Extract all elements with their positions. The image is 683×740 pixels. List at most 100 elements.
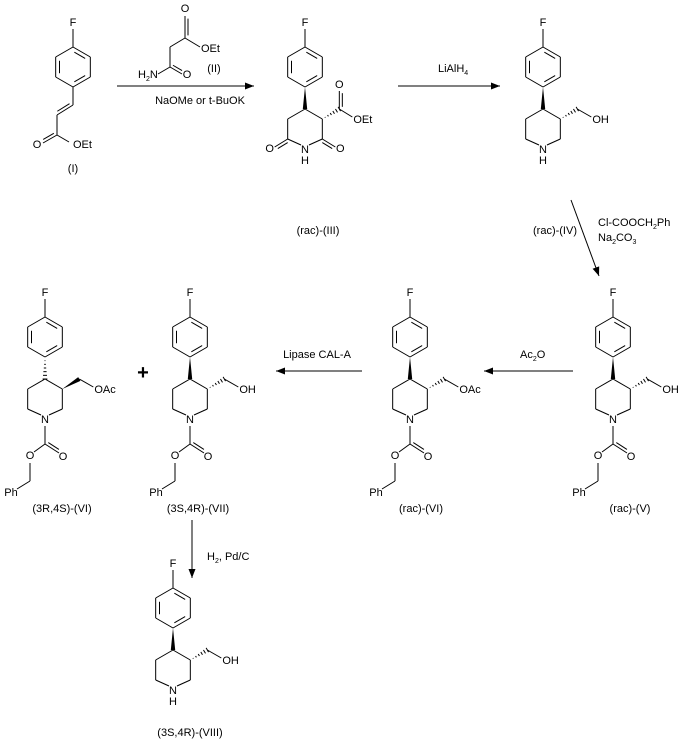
aromatic-inner-bond	[174, 592, 186, 600]
carbonyl-oxygen: O	[424, 451, 433, 463]
carbonyl-oxygen: O	[33, 139, 42, 151]
hash-bond	[217, 380, 220, 384]
carbonyl-oxygen: O	[265, 143, 274, 155]
bond	[274, 138, 288, 148]
reagent-step5: Lipase CAL-A	[283, 349, 352, 361]
hash-bond	[195, 655, 197, 658]
double-bond	[172, 64, 183, 72]
aromatic-bond	[525, 46, 544, 58]
aromatic-bond	[172, 617, 191, 629]
aromatic-bond	[304, 76, 323, 88]
wedge-bond	[407, 357, 413, 379]
bond	[287, 138, 302, 146]
bond	[398, 443, 411, 453]
hash-bond	[205, 647, 209, 653]
aromatic-bond	[44, 346, 63, 358]
aromatic-bond	[27, 346, 46, 358]
aromatic-bond	[392, 316, 411, 328]
ring-bond	[616, 408, 631, 416]
bond	[184, 37, 201, 48]
hash-bond	[203, 649, 206, 654]
hydroxyl-group: OH	[592, 114, 609, 126]
bond	[308, 138, 323, 146]
reaction-arrow-2-head	[491, 82, 500, 90]
ring-bond	[48, 408, 63, 416]
ring-bond	[409, 378, 428, 390]
compound-label-I: (I)	[68, 163, 78, 175]
compound-label-V: (rac)-(V)	[610, 503, 651, 515]
aromatic-inner-bond	[174, 616, 186, 624]
ring-bond	[155, 649, 174, 661]
ring-bond	[44, 378, 63, 390]
ring-bond	[172, 649, 191, 661]
carbonyl-oxygen: O	[336, 143, 345, 155]
phenyl-group: Ph	[4, 487, 17, 499]
aromatic-inner-bond	[306, 51, 318, 59]
hydrogen-atom: H	[539, 155, 547, 167]
phenyl-group: Ph	[369, 487, 382, 499]
aromatic-bond	[172, 346, 191, 358]
bond	[169, 66, 183, 75]
double-bond	[322, 142, 333, 150]
bond	[56, 104, 74, 116]
aromatic-inner-bond	[306, 75, 318, 83]
hash-bond	[567, 112, 570, 116]
hash-bond	[214, 382, 217, 386]
bond	[224, 378, 239, 388]
wedge-bond	[610, 357, 616, 379]
aromatic-bond	[409, 316, 428, 328]
fluorine-atom: F	[187, 287, 194, 299]
aromatic-inner-bond	[191, 321, 203, 329]
reaction-arrow-4-head	[484, 367, 493, 375]
hash-bond	[200, 651, 203, 655]
compound-label-IV: (rac)-(IV)	[533, 225, 577, 237]
hash-bond	[635, 384, 637, 387]
nitrogen-atom: N	[41, 414, 49, 426]
nitrogen-atom: N	[301, 144, 309, 156]
aromatic-bond	[189, 346, 208, 358]
aromatic-bond	[542, 76, 561, 88]
aromatic-bond	[595, 346, 614, 358]
aromatic-bond	[189, 316, 208, 328]
nitrogen-atom: N	[169, 685, 177, 697]
bond	[207, 649, 222, 659]
hash-bond	[327, 114, 329, 117]
bond	[44, 443, 60, 454]
nitrogen-atom: N	[539, 144, 547, 156]
carbonyl-oxygen: O	[204, 451, 213, 463]
aromatic-inner-bond	[46, 321, 58, 329]
reaction-arrow-3-head	[592, 266, 600, 276]
ring-bond	[413, 408, 428, 416]
ethoxy-group: OEt	[353, 114, 372, 126]
reaction-arrow-1-head	[245, 82, 254, 90]
aromatic-bond	[27, 316, 46, 328]
aromatic-bond	[287, 46, 306, 58]
phenyl-group: Ph	[149, 487, 162, 499]
aromatic-bond	[542, 46, 561, 58]
aromatic-inner-bond	[614, 321, 626, 329]
aromatic-inner-bond	[74, 75, 86, 83]
reagent-step4: Ac2O	[520, 349, 546, 363]
bond	[322, 138, 336, 148]
compound-label-VI-3R4S: (3R,4S)-(VI)	[32, 503, 91, 515]
hash-bond	[637, 382, 640, 386]
hydroxyl-group: OH	[239, 384, 256, 396]
double-bond	[48, 442, 60, 450]
reagent-step6: H2, Pd/C	[207, 551, 249, 565]
fluorine-atom: F	[540, 17, 547, 29]
aromatic-inner-bond	[46, 345, 58, 353]
hash-bond	[329, 112, 332, 116]
aromatic-bond	[72, 46, 91, 58]
ring-bond	[612, 378, 631, 390]
bond	[601, 443, 614, 453]
compound-label-II: (II)	[207, 63, 220, 75]
ring-bond	[27, 378, 46, 390]
bond	[647, 378, 662, 388]
bond	[16, 480, 31, 490]
aromatic-bond	[612, 346, 631, 358]
ethoxy-group: OEt	[201, 43, 220, 55]
bond	[409, 443, 425, 454]
acetoxy-group: OAc	[459, 384, 481, 396]
bond	[189, 443, 205, 454]
